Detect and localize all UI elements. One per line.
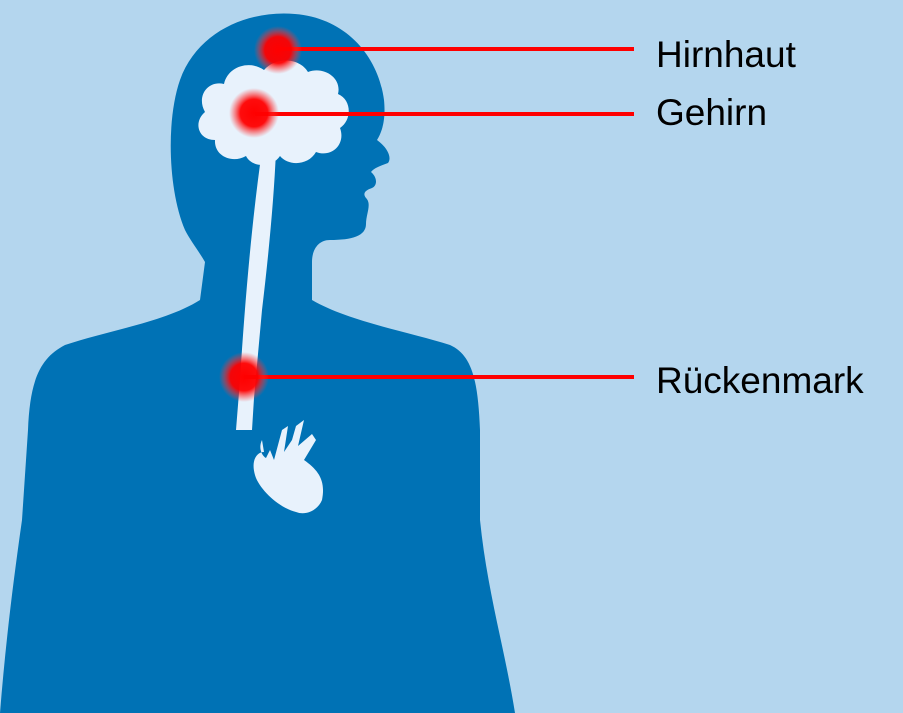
marker-brain <box>229 88 279 138</box>
marker-spinal-cord <box>219 352 269 402</box>
marker-meninges <box>254 26 302 74</box>
label-meninges: Hirnhaut <box>656 36 796 73</box>
label-spinal-cord: Rückenmark <box>656 362 864 399</box>
label-brain: Gehirn <box>656 94 767 131</box>
